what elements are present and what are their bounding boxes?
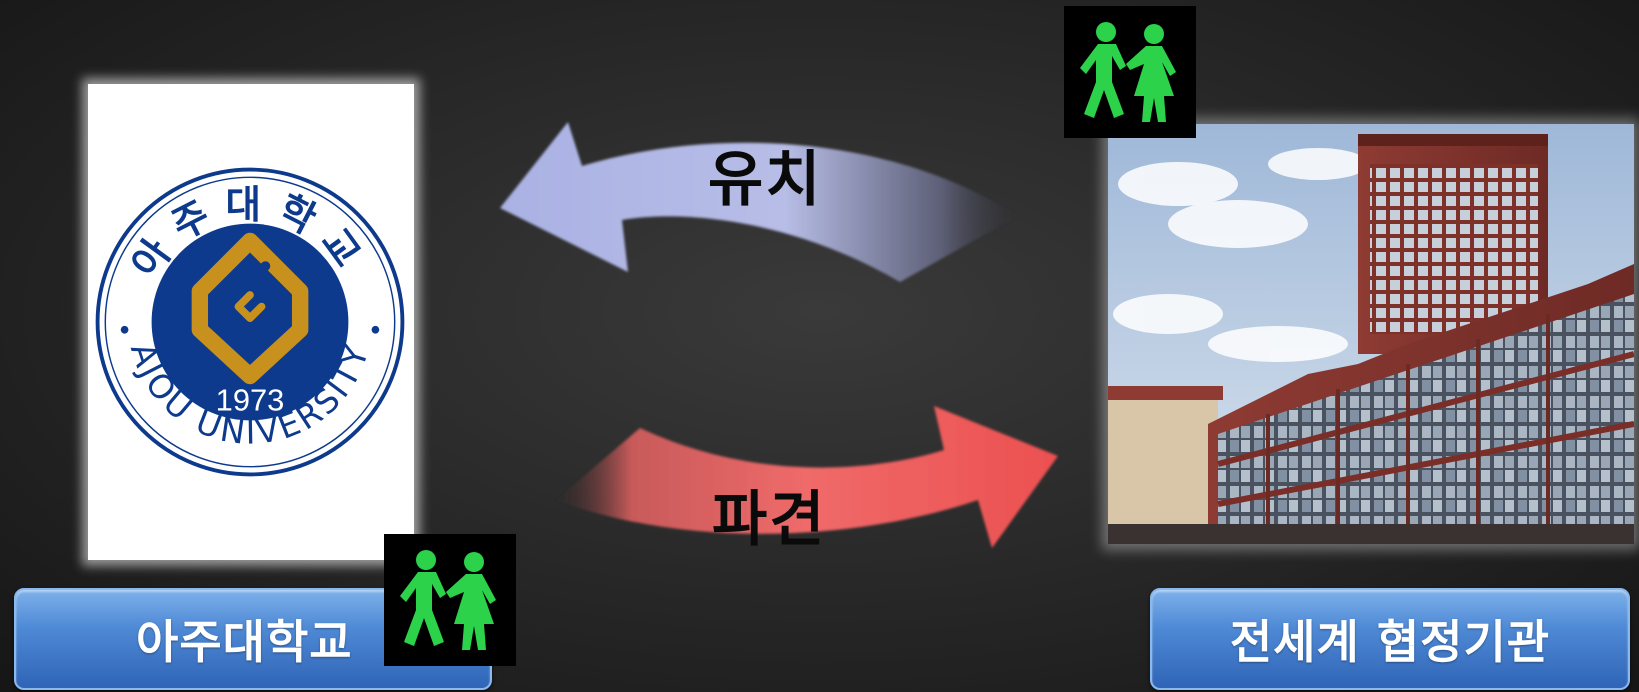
logo-year: 1973 bbox=[216, 383, 285, 418]
dispatch-label: 파견 bbox=[712, 485, 827, 555]
dispatch-arrow bbox=[556, 406, 1058, 548]
pedestrians-walking-icon bbox=[1064, 6, 1196, 138]
logo-emblem bbox=[191, 232, 309, 385]
pedestrians-walking-icon-2 bbox=[384, 534, 516, 666]
global-partners-button-label: 전세계 협정기관 bbox=[1229, 615, 1551, 669]
global-partners-button[interactable]: 전세계 협정기관 bbox=[1150, 588, 1630, 690]
partner-building-photo bbox=[1108, 124, 1634, 544]
attract-arrow bbox=[500, 122, 1018, 282]
ajou-university-logo: 아주대학교 AJOU UNIVERSITY 1973 bbox=[95, 167, 405, 477]
ajou-university-button-label: 아주대학교 bbox=[136, 615, 353, 669]
attract-label: 유치 bbox=[708, 145, 823, 215]
ajou-logo-card: 아주대학교 AJOU UNIVERSITY 1973 bbox=[88, 84, 414, 560]
